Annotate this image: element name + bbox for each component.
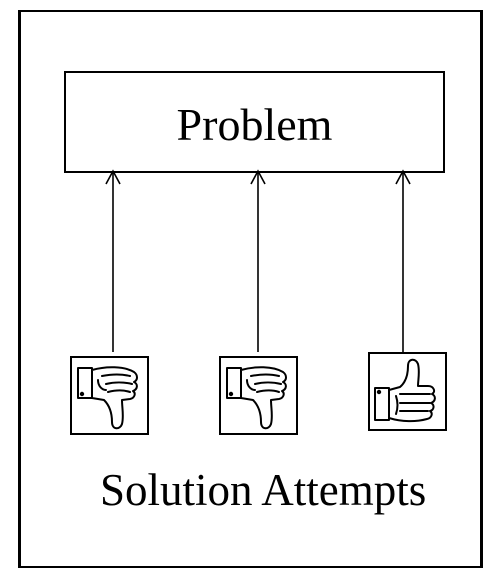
- figure-frame: [18, 10, 483, 568]
- solution-attempts-label: Solution Attempts: [100, 465, 427, 515]
- problem-label: Problem: [176, 99, 333, 150]
- solution-attempt-1: [70, 356, 149, 435]
- solution-attempt-3: [368, 352, 447, 431]
- problem-box: Problem: [64, 71, 445, 173]
- thumbs-up-icon: [374, 358, 436, 423]
- solution-attempt-2: [219, 356, 298, 435]
- thumbs-down-icon: [77, 366, 138, 430]
- thumbs-down-icon: [226, 366, 287, 430]
